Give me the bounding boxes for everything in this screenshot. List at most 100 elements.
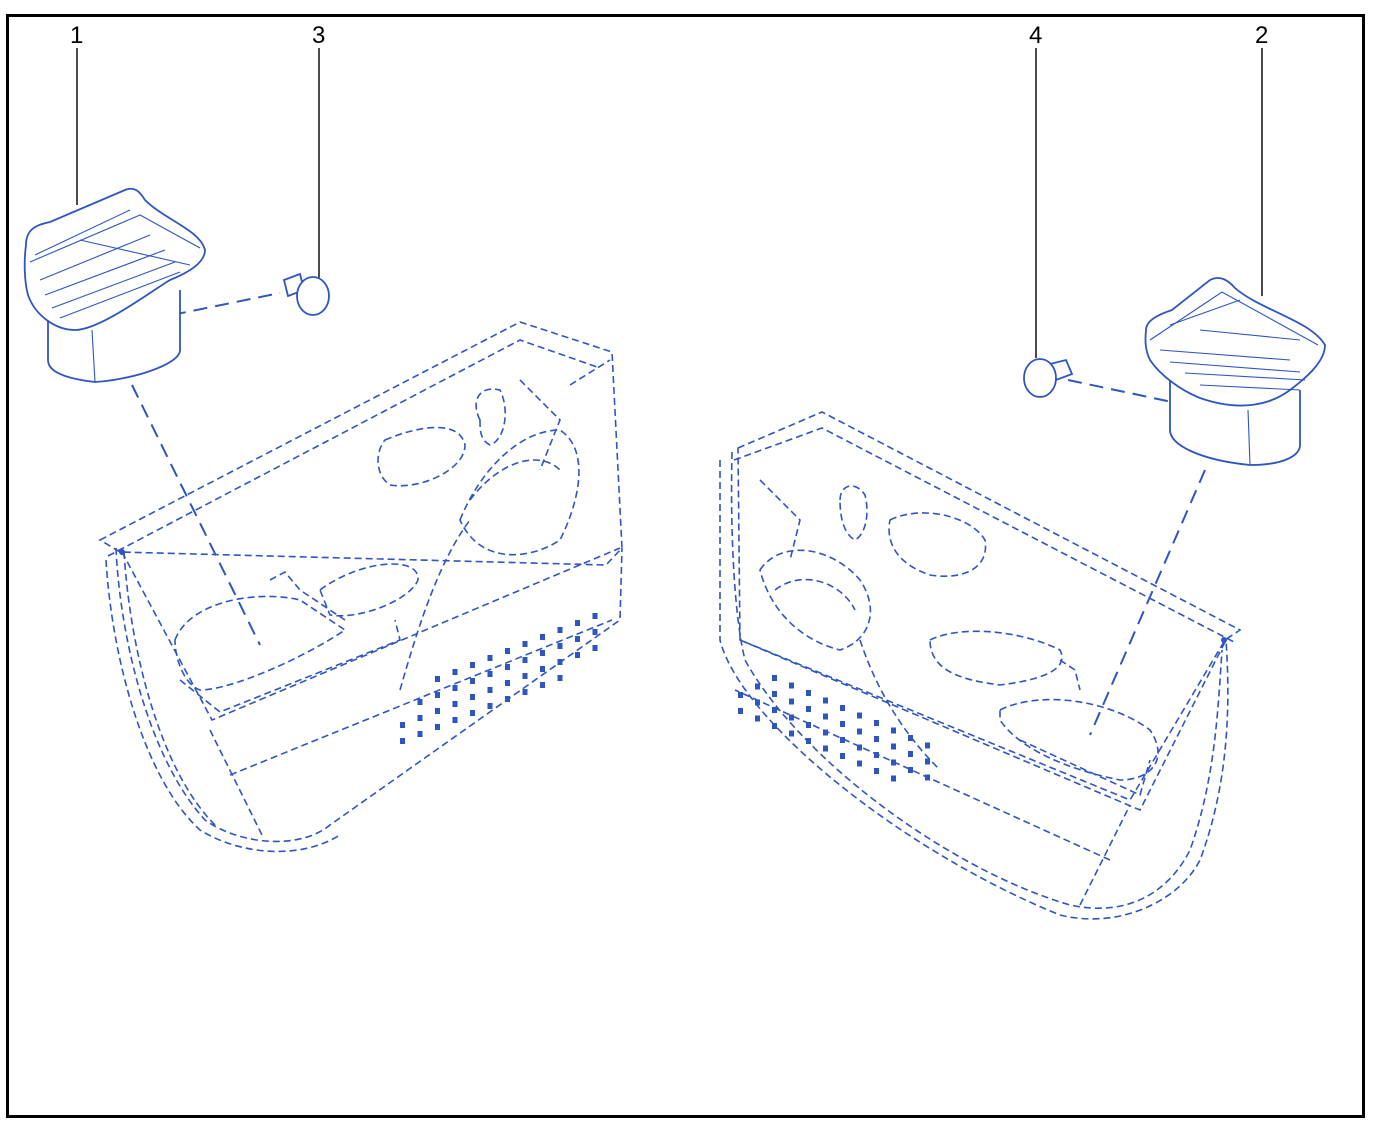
grille-hole [505,680,510,686]
grille-hole [823,697,828,704]
grille-hole [755,699,760,706]
grille-hole [772,691,777,697]
grille-hole [435,708,440,714]
grille-hole [522,641,528,647]
grille-hole [557,675,563,681]
grille-hole [857,728,862,735]
grille-hole [789,714,794,721]
grille-hole [592,645,598,651]
left-door-trim-panel [98,321,623,853]
grille-hole [840,737,845,743]
grille-hole [575,636,580,642]
grille-hole [435,676,440,682]
callout-number-3: 3 [312,22,326,49]
grille-hole [874,768,879,774]
grille-hole [505,664,510,670]
grille-hole [522,673,528,679]
grille-hole [505,648,510,654]
grille-hole [470,694,475,700]
grille-hole [540,666,545,672]
grille-hole [452,685,458,691]
grille-hole [592,629,598,635]
grille-hole [857,744,862,751]
grille-hole [823,745,828,752]
grille-hole [806,722,811,728]
grille-hole [400,722,405,728]
armrest-pad-part-1 [23,187,206,383]
grille-hole [487,703,493,709]
grille-hole [417,715,423,721]
grille-hole [452,701,458,707]
grille-hole [417,699,423,705]
grille-hole [874,736,879,742]
callout-number-1: 1 [70,22,84,49]
grille-hole [487,655,493,661]
grille-hole [840,753,845,759]
grille-hole [557,659,563,665]
grille-hole [806,738,811,744]
grille-hole [891,775,896,782]
grille-hole [540,682,545,688]
grille-hole [435,724,440,730]
right-door-trim-panel [719,411,1242,920]
grille-hole [575,652,580,658]
grille-hole [400,738,405,744]
grille-hole [417,731,423,737]
drawing-frame [6,14,1365,1118]
grille-hole [908,751,913,757]
grille-hole [772,707,777,713]
grille-hole [823,729,828,736]
grille-hole [772,723,777,729]
left-door-speaker-grille [400,613,598,744]
callout-number-2: 2 [1255,22,1269,49]
grille-hole [435,692,440,698]
grille-hole [540,634,545,640]
grille-hole [452,717,458,723]
grille-hole [823,713,828,720]
grille-hole [857,712,862,719]
grille-hole [522,657,528,663]
grille-hole [772,675,777,681]
callout-number-4: 4 [1029,22,1043,49]
retaining-clip-part-4 [1023,358,1074,398]
grille-hole [925,742,930,749]
grille-hole [806,706,811,712]
grille-hole [925,774,930,781]
grille-hole [789,698,794,705]
grille-hole [557,627,563,633]
grille-hole [874,752,879,758]
grille-hole [840,721,845,727]
grille-hole [522,689,528,695]
grille-hole [891,759,896,766]
grille-hole [789,682,794,689]
grille-hole [738,692,743,698]
grille-hole [891,743,896,750]
grille-hole [806,690,811,696]
grille-hole [557,643,563,649]
grille-hole [540,650,545,656]
grille-hole [738,708,743,714]
grille-hole [470,662,475,668]
grille-hole [874,720,879,726]
grille-hole [487,687,493,693]
assembly-line-pad-1-to-door [131,384,261,646]
grille-hole [891,727,896,734]
grille-hole [452,669,458,675]
grille-hole [908,735,913,741]
retaining-clip-part-3 [282,272,330,316]
assembly-line-pad-2-to-door [1089,469,1206,736]
grille-hole [470,678,475,684]
assembly-line-clip-3-to-pad-1 [171,292,281,316]
grille-hole [487,671,493,677]
grille-hole [575,620,580,626]
grille-hole [925,758,930,765]
grille-hole [789,730,794,737]
grille-hole [908,767,913,773]
grille-hole [755,683,760,690]
grille-hole [755,715,760,722]
right-door-speaker-grille [738,675,930,782]
grille-hole [592,613,598,619]
grille-hole [505,696,510,702]
grille-hole [840,705,845,711]
